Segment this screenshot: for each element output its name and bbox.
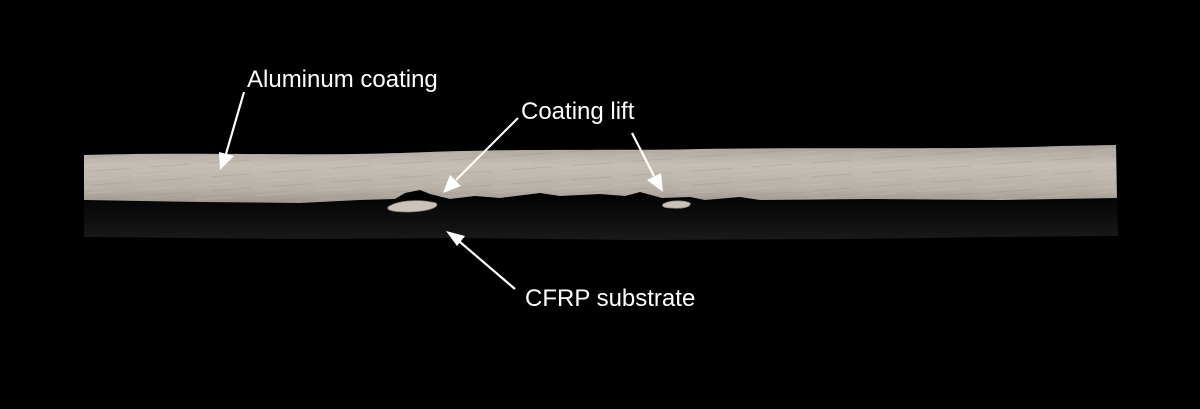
coating-lift-label: Coating lift [521,98,635,125]
coating-texture [84,145,1117,203]
coating-lift-left [387,200,438,213]
arrow-coating-lift-left [443,117,519,193]
arrow-aluminum-coating [219,91,246,170]
arrow-cfrp-substrate [446,231,516,290]
coating-lift-right [662,200,691,209]
cfrp-substrate-label: CFRP substrate [525,285,696,312]
cfrp-substrate-layer [84,198,1118,240]
aluminum-coating-label: Aluminum coating [247,66,438,93]
arrow-coating-lift-right [631,132,663,192]
